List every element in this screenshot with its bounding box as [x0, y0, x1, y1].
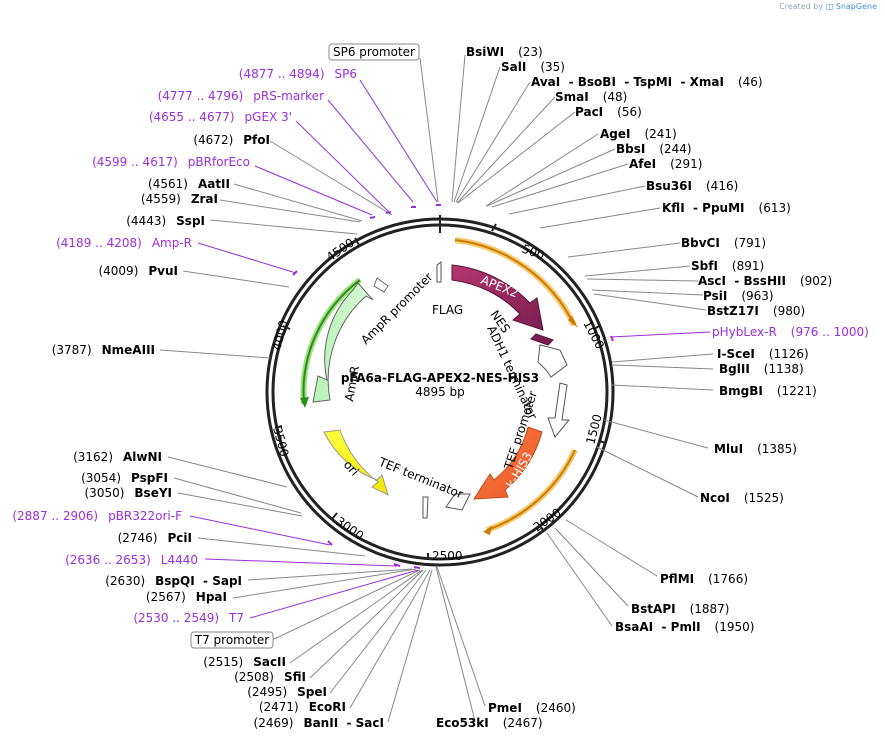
left-labels: SP6 promoter (4877 .. 4894)SP6 (4777 .. … — [12, 43, 420, 730]
site-label[interactable]: (2746)PciI — [118, 531, 192, 545]
site-label[interactable]: (4559)ZraI — [141, 192, 218, 206]
ampr-green-arc-core — [302, 279, 361, 405]
plasmid-length: 4895 bp — [415, 385, 465, 399]
tick-label: 500 — [520, 242, 546, 263]
sp6-promoter-box — [328, 43, 420, 61]
site-label[interactable]: (3787)NmeAIII — [52, 343, 155, 357]
credit-prefix: Created by — [779, 2, 824, 11]
ampr-promoter-feature — [373, 277, 389, 293]
tef-promoter-feature — [547, 382, 571, 438]
site-label[interactable]: (3050)BseYI — [85, 486, 173, 500]
site-label[interactable]: AscI - BssHII(902) — [698, 274, 832, 288]
site-label[interactable]: (4009)PvuI — [98, 264, 178, 278]
primer-label[interactable]: (4877 .. 4894)SP6 — [239, 67, 357, 81]
apex2-orange-arc-core — [454, 239, 575, 326]
site-label[interactable]: PacI(56) — [575, 105, 642, 119]
khis3-arc-arrowhead — [483, 526, 492, 535]
site-label[interactable]: NcoI(1525) — [700, 491, 784, 505]
site-label[interactable]: BglII(1138) — [719, 362, 804, 376]
ori-label: ori — [341, 458, 362, 479]
sp6-promoter-label[interactable]: SP6 promoter — [333, 45, 415, 59]
site-label[interactable]: BsiWI(23) — [466, 45, 543, 59]
khis3-orange-arc-core — [486, 449, 576, 531]
snapgene-logo-icon: ◫ — [825, 2, 834, 11]
tick-label: 4500 — [324, 235, 357, 264]
site-label[interactable]: (3162)AlwNI — [73, 450, 162, 464]
right-labels: BsiWI(23) SalI(35) AvaI - BsoBI - TspMI … — [436, 45, 869, 730]
flag-label: FLAG — [432, 303, 463, 317]
primer-label[interactable]: (4599 .. 4617)pBRforEco — [92, 155, 250, 169]
leader-lines — [159, 54, 714, 723]
site-label[interactable]: Eco53kI(2467) — [436, 716, 543, 730]
primer-label[interactable]: pHybLex-R(976 .. 1000) — [712, 325, 869, 339]
primer-label[interactable]: (2887 .. 2906)pBR322ori-F — [12, 509, 182, 523]
nes-feature — [530, 333, 554, 346]
tick-label: 4000 — [269, 319, 290, 352]
site-label[interactable]: PmeI(2460) — [488, 701, 576, 715]
ampr-label: AmpR — [342, 365, 362, 403]
apex2-feature — [451, 264, 544, 331]
t7-promoter-label[interactable]: T7 promoter — [194, 633, 270, 647]
site-label[interactable]: SalI(35) — [501, 60, 565, 74]
site-label[interactable]: AgeI(241) — [600, 127, 677, 141]
site-label[interactable]: (2495)SpeI — [247, 685, 327, 699]
site-label[interactable]: (2469)BanII - SacI — [254, 716, 384, 730]
site-label[interactable]: AvaI - BsoBI - TspMI - XmaI(46) — [531, 75, 763, 89]
site-label[interactable]: PflMI(1766) — [660, 572, 748, 586]
khis3-feature — [473, 426, 543, 500]
adh1-terminator-feature — [537, 344, 568, 378]
site-label[interactable]: (2508)SfiI — [234, 670, 306, 684]
apex2-arc-arrowhead — [568, 316, 578, 328]
site-label[interactable]: (2471)EcoRI — [259, 700, 346, 714]
plasmid-name: pFA6a-FLAG-APEX2-NES-HIS3 — [341, 371, 539, 385]
site-label[interactable]: SmaI(48) — [555, 90, 627, 104]
site-label[interactable]: BsaAI - PmlI(1950) — [615, 620, 754, 634]
tick-label: 2500 — [432, 549, 463, 563]
site-label[interactable]: BbvCI(791) — [681, 236, 766, 250]
primer-label[interactable]: (2530 .. 2549)T7 — [133, 611, 244, 625]
ori-feature — [323, 429, 389, 496]
site-label[interactable]: SbfI(891) — [691, 259, 764, 273]
ampr-promoter-label: AmpR promoter — [358, 270, 435, 347]
site-label[interactable]: KflI - PpuMI(613) — [662, 201, 791, 215]
site-label[interactable]: MluI(1385) — [714, 442, 797, 456]
snapgene-credit: Created by ◫ SnapGene — [779, 2, 877, 11]
site-label[interactable]: BstAPI(1887) — [631, 602, 729, 616]
site-label[interactable]: AfeI(291) — [629, 157, 702, 171]
tef-terminator-label: TEF terminator — [376, 454, 465, 501]
site-label[interactable]: BmgBI(1221) — [719, 384, 817, 398]
ampr-arc-arrowhead — [300, 397, 309, 408]
site-label[interactable]: (2567)HpaI — [146, 590, 227, 604]
site-label[interactable]: (3054)PspFI — [81, 471, 168, 485]
site-label[interactable]: (4672)PfoI — [193, 133, 270, 147]
site-label[interactable]: (2515)SacII — [203, 655, 286, 669]
primer-label[interactable]: (2636 .. 2653)L4440 — [65, 553, 198, 567]
site-label[interactable]: (4443)SspI — [126, 214, 205, 228]
primer-label[interactable]: (4189 .. 4208)Amp-R — [56, 236, 192, 250]
small-feature-2500 — [422, 496, 429, 519]
position-ticks — [274, 215, 607, 560]
primer-label[interactable]: (4655 .. 4677)pGEX 3' — [149, 110, 292, 124]
site-label[interactable]: BstZ17I(980) — [707, 304, 805, 318]
t7-promoter-box — [190, 631, 274, 649]
site-label[interactable]: I-SceI(1126) — [717, 347, 809, 361]
primer-marks — [292, 204, 614, 569]
site-label[interactable]: Bsu36I(416) — [646, 179, 738, 193]
site-label[interactable]: (4561)AatII — [148, 177, 230, 191]
flag-feature — [436, 261, 442, 283]
ampr-feature — [312, 282, 374, 403]
credit-brand: SnapGene — [835, 2, 877, 11]
primer-label[interactable]: (4777 .. 4796)pRS-marker — [158, 89, 324, 103]
site-label[interactable]: PsiI(963) — [703, 289, 774, 303]
tef-terminator-feature — [445, 493, 471, 511]
site-label[interactable]: BbsI(244) — [616, 142, 692, 156]
site-label[interactable]: (2630)BspQI - SapI — [105, 574, 242, 588]
